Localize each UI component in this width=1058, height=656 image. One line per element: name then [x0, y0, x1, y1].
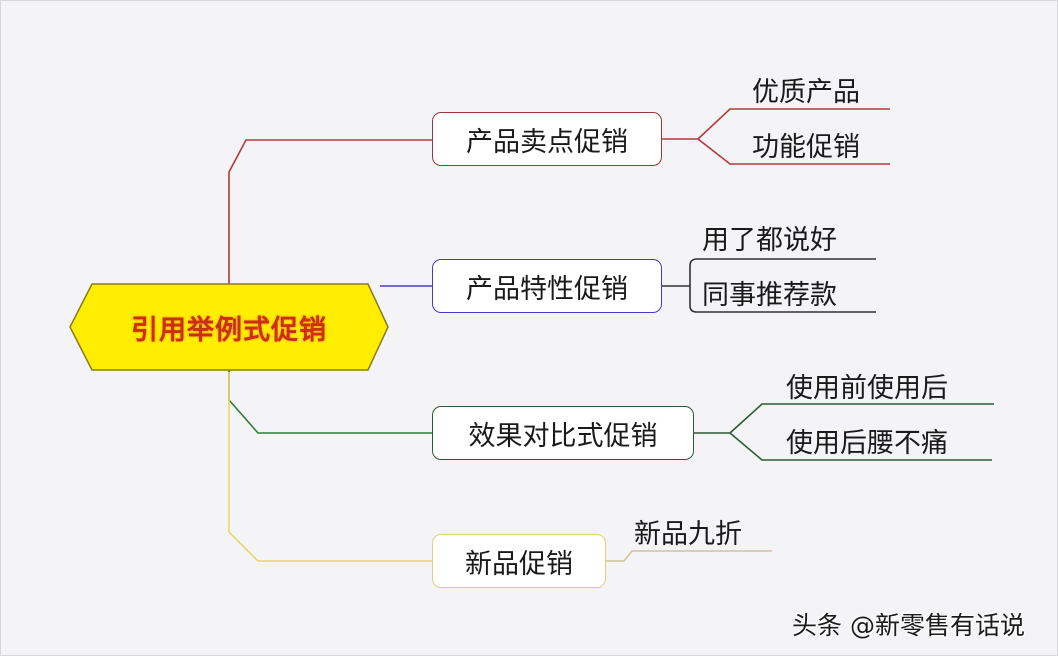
leaf-node[interactable]: 使用前使用后	[786, 373, 948, 404]
branch-node-4-label: 新品促销	[465, 548, 573, 580]
branch-node-2-label: 产品特性促销	[466, 273, 628, 305]
root-node-label: 引用举例式促销	[131, 314, 327, 346]
branch-node-4[interactable]: 新品促销	[432, 534, 606, 588]
leaf-node[interactable]: 用了都说好	[702, 225, 837, 256]
leaf-node[interactable]: 使用后腰不痛	[786, 428, 948, 459]
branch-node-3-label: 效果对比式促销	[468, 420, 658, 452]
leaf-node[interactable]: 同事推荐款	[702, 280, 837, 311]
connector-branch3-leaves	[694, 403, 994, 461]
branch-node-1-label: 产品卖点促销	[466, 126, 628, 158]
connector-root-branch4	[228, 372, 432, 562]
connector-root-branch3	[228, 370, 432, 434]
watermark: 头条 @新零售有话说	[792, 611, 1025, 640]
branch-node-2[interactable]: 产品特性促销	[432, 259, 662, 313]
connector-branch1-leaves	[662, 108, 890, 165]
leaf-node[interactable]: 新品九折	[634, 519, 742, 550]
connector-root-branch1	[228, 139, 432, 284]
connector-branch2-leaves	[662, 258, 876, 313]
root-node[interactable]: 引用举例式促销	[70, 284, 388, 370]
leaf-node[interactable]: 功能促销	[752, 132, 860, 163]
connector-branch4-leaf	[606, 550, 772, 562]
branch-node-3[interactable]: 效果对比式促销	[432, 406, 694, 460]
root-node-shape	[69, 283, 389, 371]
leaf-node[interactable]: 优质产品	[752, 77, 860, 108]
branch-node-1[interactable]: 产品卖点促销	[432, 112, 662, 166]
